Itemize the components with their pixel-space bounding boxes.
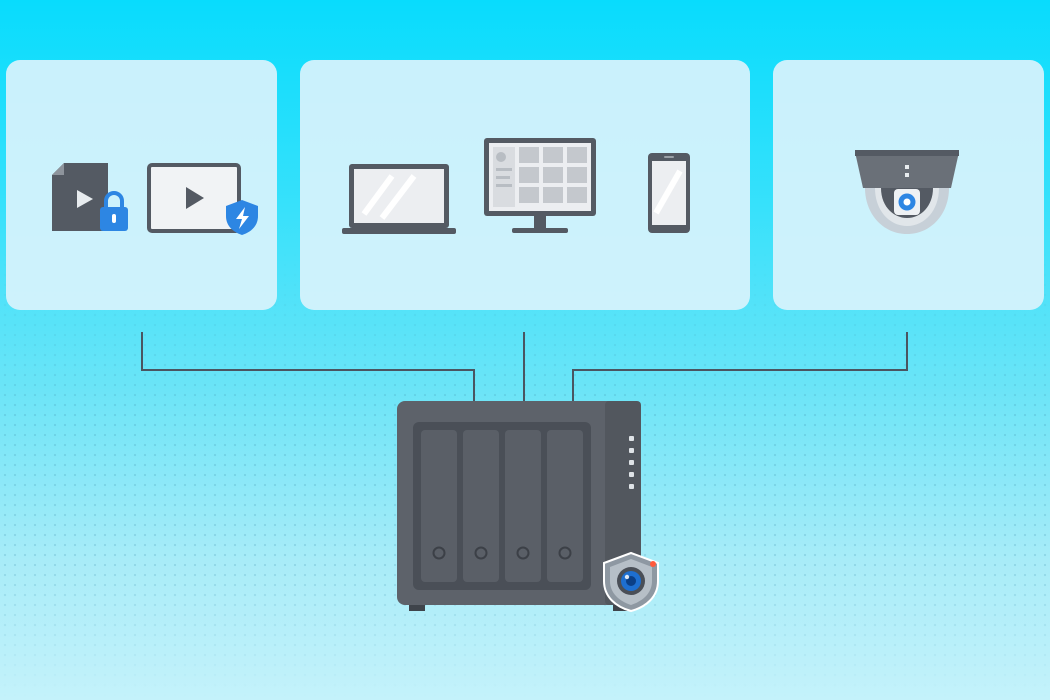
client-devices-card [300,60,750,310]
protected-video-player-icon [147,163,258,235]
ip-cameras-card [773,60,1044,310]
nas-device-icon [397,401,641,611]
edge-secure-media-to-nas [141,332,475,402]
surveillance-shield-icon [603,551,659,613]
secure-media-card [6,60,277,310]
desktop-monitor-icon [484,138,596,233]
smartphone-icon [648,153,690,233]
dome-camera-icon [855,150,959,234]
edge-ip-cameras-to-nas [572,332,908,402]
locked-video-file-icon [52,163,128,231]
laptop-icon [342,164,456,234]
